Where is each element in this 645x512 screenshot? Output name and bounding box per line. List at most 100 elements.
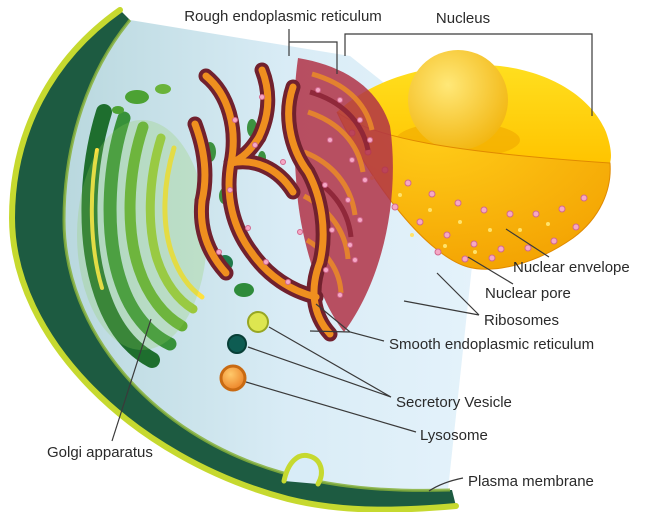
ribosome-dot xyxy=(297,229,303,235)
nuclear-pore-dot xyxy=(506,210,514,218)
nuclear-pore-dot xyxy=(532,210,540,218)
ribosome-dot xyxy=(352,257,358,263)
bracket-nucleus xyxy=(344,33,593,116)
golgi-cisterna xyxy=(145,133,198,314)
lysosome-shape xyxy=(219,364,247,392)
er-face-band xyxy=(305,237,344,294)
label-ribosomes: Ribosomes xyxy=(484,312,559,329)
ribosome-dot xyxy=(329,227,335,233)
nucleus-speckle xyxy=(398,193,402,197)
nucleus-speckle xyxy=(488,228,492,232)
ribosome-dot xyxy=(216,249,222,255)
er-tube-lumen xyxy=(310,258,334,338)
nucleolus-shape xyxy=(408,50,508,150)
leader-lines xyxy=(111,29,593,492)
golgi-highlight-wash xyxy=(77,120,207,350)
rough-er-shape xyxy=(187,58,393,342)
cell-shell xyxy=(12,10,456,510)
nucleus-speckle xyxy=(546,222,550,226)
ribosome-dot xyxy=(323,267,329,273)
er-ribosome-dots xyxy=(216,87,373,298)
nucleus-speckle xyxy=(443,244,447,248)
ribosome-dot xyxy=(252,142,258,148)
nucleus-speckle xyxy=(458,220,462,224)
label-lysosome: Lysosome xyxy=(420,427,488,444)
ribosome-dot xyxy=(232,117,238,123)
label-secretory-vesicle: Secretory Vesicle xyxy=(396,394,512,411)
ribosome-dot xyxy=(349,157,355,163)
leader-nuclear-pore xyxy=(467,256,514,285)
label-rough-endoplasmic-reticulum: Rough endoplasmic reticulum xyxy=(184,8,382,25)
golgi-vesicle xyxy=(125,90,149,104)
er-tube-lumen xyxy=(285,83,312,176)
nuclear-pore-dot xyxy=(461,255,469,263)
leader-plasma-membrane xyxy=(428,477,464,492)
membrane-pit xyxy=(281,452,324,487)
golgi-cisterna xyxy=(162,145,205,300)
er-tube-lumen xyxy=(255,66,272,141)
nucleus-speckle xyxy=(410,233,414,237)
nuclear-pore-dot xyxy=(480,206,488,214)
ribosome-dot xyxy=(263,259,269,265)
er-face-band xyxy=(303,149,358,216)
vesicle-teal-shape xyxy=(227,334,247,354)
label-plasma-membrane: Plasma membrane xyxy=(468,473,594,490)
nuclear-pore-dot xyxy=(454,199,462,207)
golgi-yellow-accent xyxy=(89,148,104,290)
ribosome-dot xyxy=(357,117,363,123)
nuclear-pore-dot xyxy=(580,194,588,202)
er-face-band xyxy=(309,89,371,151)
ribosome-dot xyxy=(315,87,321,93)
er-tube-lumen xyxy=(191,120,209,205)
nuclear-pore-dot xyxy=(391,203,399,211)
ribosome-dot xyxy=(322,182,328,188)
ribosome-dot xyxy=(327,137,333,143)
nucleus-speckle xyxy=(518,228,522,232)
nuclear-pore-dot xyxy=(470,240,478,248)
plasma-membrane-edge xyxy=(8,7,459,512)
ribosome-dot xyxy=(362,177,368,183)
nuclear-pore-dot xyxy=(428,190,436,198)
label-nucleus: Nucleus xyxy=(436,10,490,27)
label-golgi-apparatus: Golgi apparatus xyxy=(47,444,153,461)
nuclear-pore-dot xyxy=(558,205,566,213)
cell-inner-edge xyxy=(62,19,451,492)
nuclear-pore-dot xyxy=(550,237,558,245)
er-face-band xyxy=(307,109,366,173)
nucleus-speckle xyxy=(473,250,477,254)
leader-golgi xyxy=(111,318,152,442)
er-tube-lumen xyxy=(248,249,320,301)
er-tube-lumen xyxy=(227,133,263,167)
ribosome-dot xyxy=(280,159,286,165)
nucleus-speckle xyxy=(428,208,432,212)
bracket-rough-er xyxy=(288,29,338,74)
ribosome-dot xyxy=(337,292,343,298)
er-face-band xyxy=(311,71,375,131)
label-nuclear-pore: Nuclear pore xyxy=(485,285,571,302)
golgi-vesicle xyxy=(112,106,124,114)
leader-smooth-er xyxy=(309,303,385,342)
nuclear-pore-dot xyxy=(434,248,442,256)
er-tube-lumen xyxy=(304,168,327,266)
leader-lysosome xyxy=(245,381,417,433)
golgi-vesicle xyxy=(234,283,254,297)
golgi-vesicle xyxy=(155,84,171,94)
nuclear-envelope-face xyxy=(336,111,611,270)
ribosome-dot xyxy=(245,225,251,231)
ribosome-dot xyxy=(227,187,233,193)
nuclear-pore-dot xyxy=(572,223,580,231)
er-tube-lumen xyxy=(197,197,230,277)
ribosome-dot xyxy=(357,217,363,223)
ribosome-dot xyxy=(367,137,373,143)
secretory-vesicle-shape xyxy=(247,311,269,333)
golgi-cisterna xyxy=(124,121,188,332)
nucleus-shape xyxy=(336,50,611,270)
nuclear-pore-dot xyxy=(488,254,496,262)
leader-ribosomes xyxy=(403,272,480,316)
nuclear-pore-dot xyxy=(404,179,412,187)
leader-nuclear-envelope xyxy=(505,228,550,258)
label-smooth-endoplasmic-reticulum: Smooth endoplasmic reticulum xyxy=(389,336,594,353)
nuclear-pore-dot xyxy=(497,245,505,253)
